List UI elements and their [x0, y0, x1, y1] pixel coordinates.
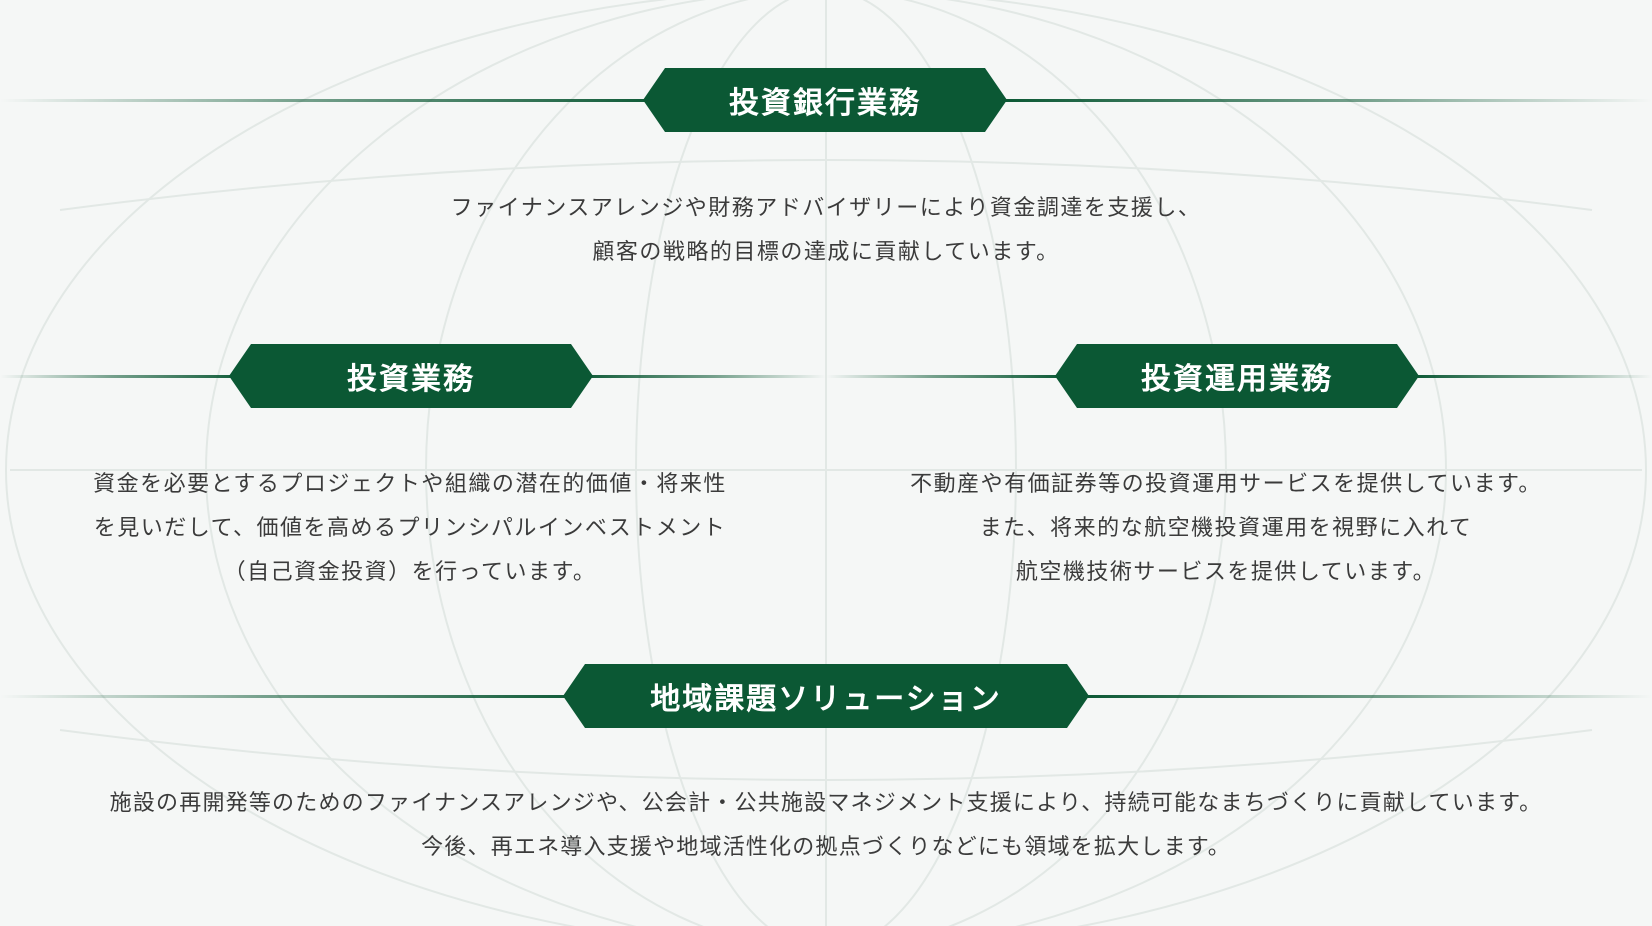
description-line: 施設の再開発等のためのファイナンスアレンジや、公会計・公共施設マネジメント支援に…: [109, 791, 1543, 816]
investment-description: 資金を必要とするプロジェクトや組織の潜在的価値・将来性 を見いだして、価値を高め…: [40, 463, 780, 595]
investment-banking-badge: 投資銀行業務: [643, 68, 1007, 132]
asset-management-badge: 投資運用業務: [1055, 344, 1419, 408]
heading-divider-right: [576, 375, 826, 378]
description-line: ファイナンスアレンジや財務アドバイザリーにより資金調達を支援し、: [450, 196, 1202, 221]
regional-solutions-title: 地域課題ソリューション: [650, 682, 1002, 717]
investment-title: 投資業務: [347, 362, 475, 397]
description-line: を見いだして、価値を高めるプリンシパルインベストメント: [93, 516, 727, 541]
heading-divider-right: [1082, 695, 1652, 698]
investment-badge: 投資業務: [229, 344, 593, 408]
investment-heading-row: 投資業務: [0, 344, 826, 408]
regional-solutions-badge: 地域課題ソリューション: [563, 664, 1089, 728]
heading-divider-left: [0, 695, 590, 698]
description-line: また、将来的な航空機投資運用を視野に入れて: [979, 516, 1473, 541]
regional-solutions-description: 施設の再開発等のためのファイナンスアレンジや、公会計・公共施設マネジメント支援に…: [26, 782, 1626, 870]
description-line: 不動産や有価証券等の投資運用サービスを提供しています。: [910, 472, 1542, 497]
heading-divider-left: [0, 375, 250, 378]
heading-divider-left: [826, 375, 1066, 378]
description-line: 航空機技術サービスを提供しています。: [1015, 560, 1437, 585]
heading-divider-left: [0, 99, 670, 102]
description-line: 顧客の戦略的目標の達成に貢献しています。: [592, 240, 1060, 265]
heading-divider-right: [1412, 375, 1652, 378]
asset-management-heading-row: 投資運用業務: [826, 344, 1652, 408]
asset-management-title: 投資運用業務: [1141, 362, 1333, 397]
description-line: 資金を必要とするプロジェクトや組織の潜在的価値・将来性: [93, 472, 727, 497]
investment-banking-description: ファイナンスアレンジや財務アドバイザリーにより資金調達を支援し、 顧客の戦略的目…: [326, 187, 1326, 275]
description-line: 今後、再エネ導入支援や地域活性化の拠点づくりなどにも領域を拡大します。: [421, 835, 1231, 860]
heading-divider-right: [1002, 99, 1652, 102]
asset-management-description: 不動産や有価証券等の投資運用サービスを提供しています。 また、将来的な航空機投資…: [856, 463, 1596, 595]
description-line: （自己資金投資）を行っています。: [223, 560, 597, 585]
investment-banking-heading-row: 投資銀行業務: [0, 68, 1652, 132]
investment-banking-title: 投資銀行業務: [729, 86, 921, 121]
regional-solutions-heading-row: 地域課題ソリューション: [0, 664, 1652, 728]
